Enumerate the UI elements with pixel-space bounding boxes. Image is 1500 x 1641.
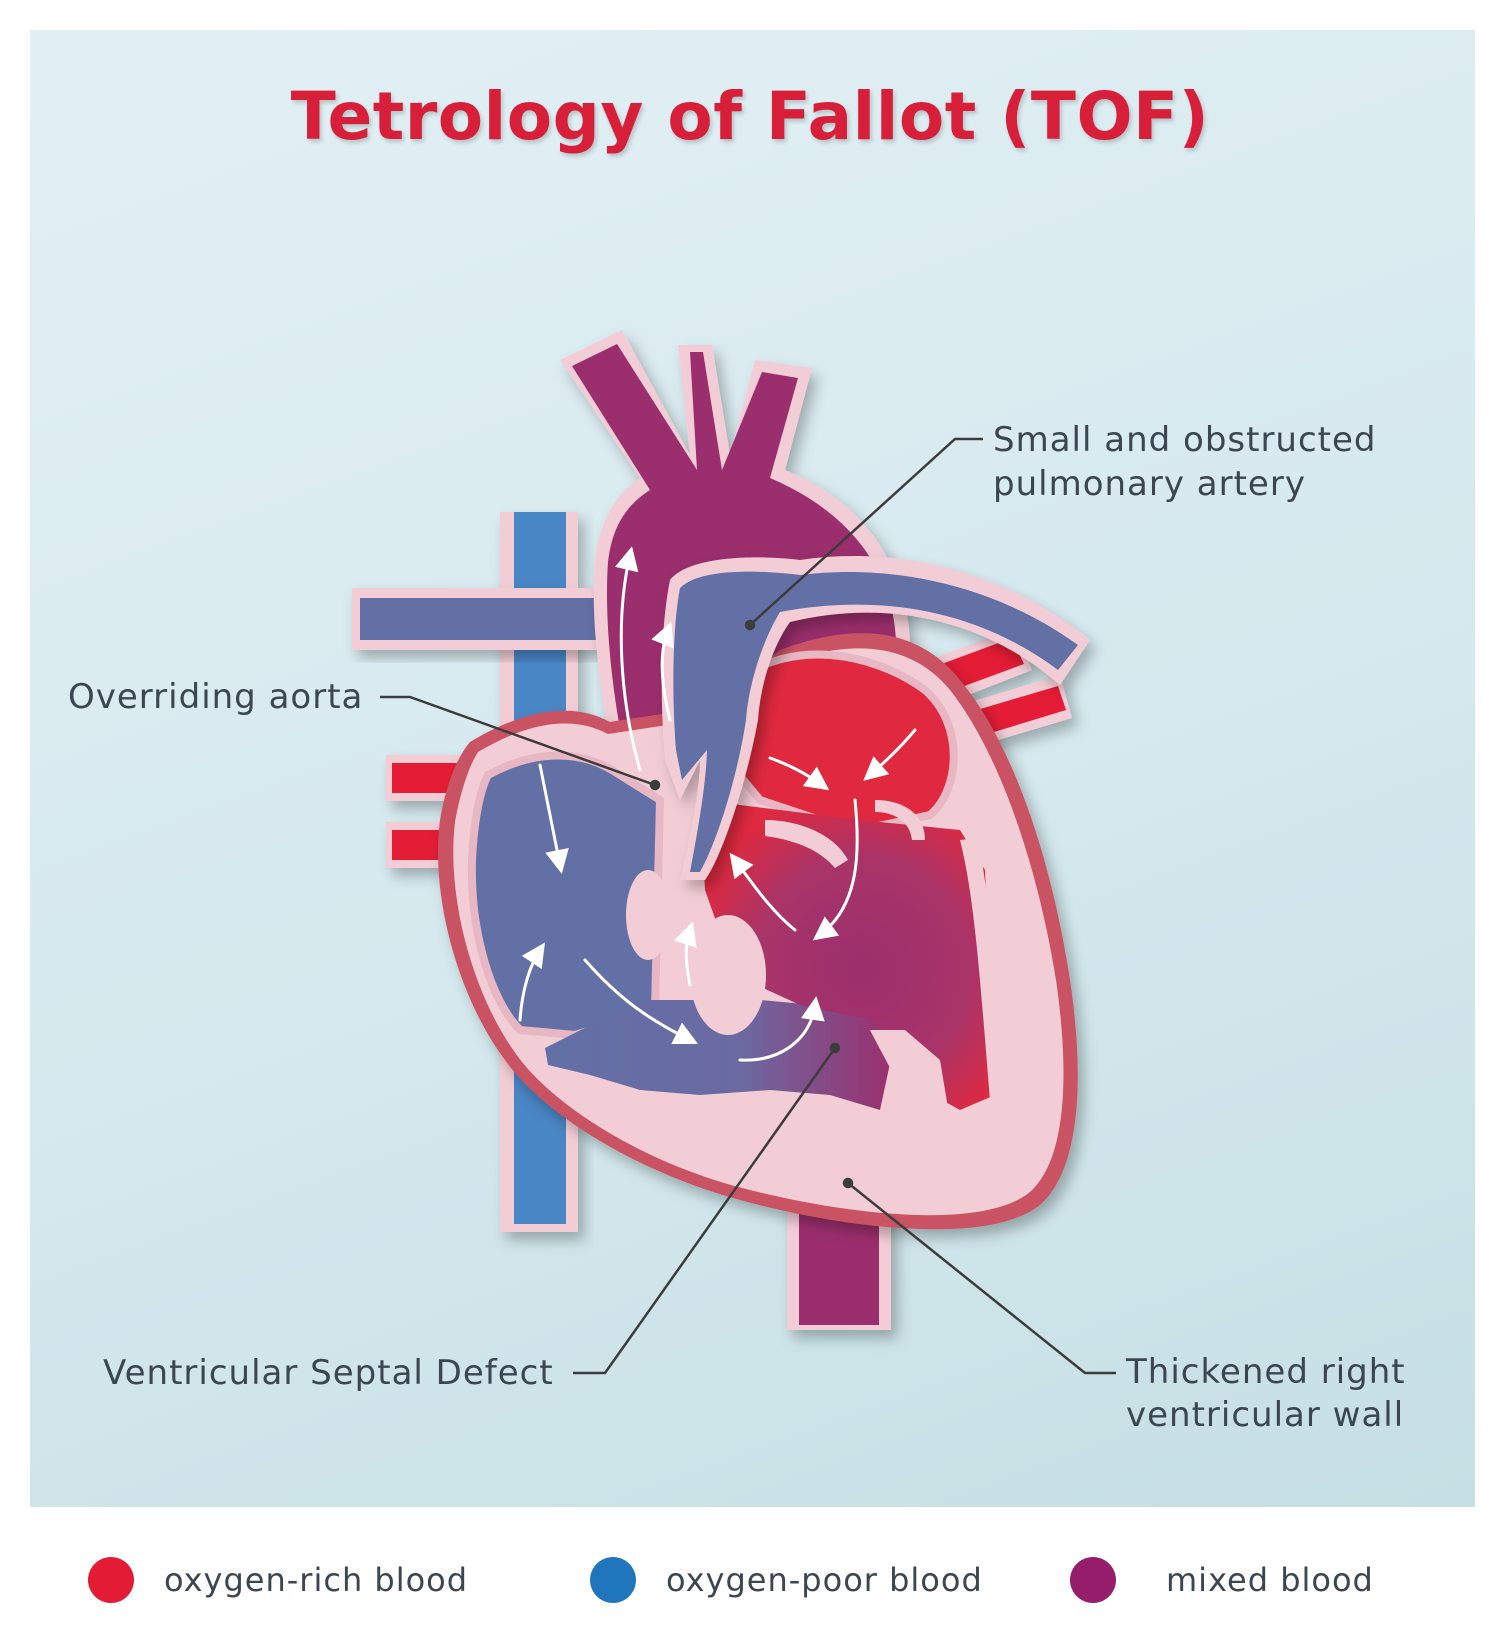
left-ventricle [700, 800, 1005, 1110]
right-atrium [467, 751, 665, 1040]
leader-aorta-dot [649, 779, 661, 791]
legend-item-mixed: mixed blood [1070, 1550, 1374, 1610]
leader-pulmonary-dot [744, 619, 756, 631]
label-vsd: Ventricular Septal Defect [103, 1353, 554, 1393]
leader-pulmonary [749, 437, 983, 626]
legend-label-mixed: mixed blood [1166, 1561, 1374, 1599]
left-pulmonary-branch [352, 588, 607, 650]
legend-label-oxygen-poor: oxygen-poor blood [666, 1561, 983, 1599]
legend-dot-mixed [1070, 1557, 1116, 1603]
label-wall-line1: Thickened right [1126, 1352, 1406, 1392]
leader-lines [380, 437, 1116, 1375]
leader-vsd-dot [829, 1042, 841, 1054]
pulmonary-artery [661, 556, 1090, 880]
thick-septum [870, 1030, 950, 1120]
label-wall-line2: ventricular wall [1126, 1395, 1405, 1435]
label-pulmonary-line2: pulmonary artery [993, 464, 1306, 504]
legend-label-oxygen-rich: oxygen-rich blood [164, 1561, 469, 1599]
diagram-title: Tetrology of Fallot (TOF) [290, 78, 1210, 155]
legend-item-oxygen-rich: oxygen-rich blood [88, 1550, 468, 1610]
flow-arrows [518, 546, 917, 1062]
leader-aorta [380, 695, 656, 787]
leader-vsd [573, 1047, 837, 1375]
label-overriding-aorta: Overriding aorta [68, 677, 364, 717]
legend: oxygen-rich blood oxygen-poor blood mixe… [0, 1520, 1500, 1641]
legend-dot-oxygen-poor [590, 1557, 636, 1603]
left-atrium [730, 650, 958, 835]
legend-item-oxygen-poor: oxygen-poor blood [590, 1550, 983, 1610]
leader-wall-dot [842, 1177, 854, 1189]
valves [626, 800, 925, 1035]
label-pulmonary-line1: Small and obstructed [993, 420, 1377, 460]
legend-dot-oxygen-rich [88, 1557, 134, 1603]
leader-wall [847, 1182, 1116, 1375]
